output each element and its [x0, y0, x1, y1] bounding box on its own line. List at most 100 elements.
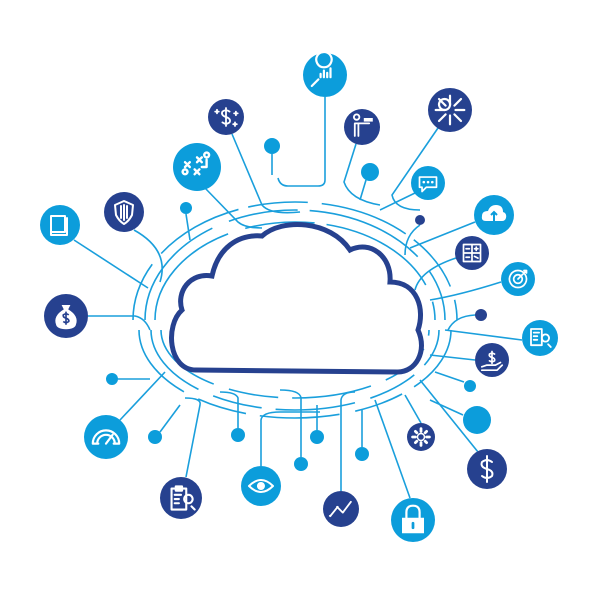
endpoint-dot	[106, 373, 118, 385]
shield-node	[104, 192, 144, 232]
dollar-icon	[480, 455, 494, 483]
connector-line	[447, 314, 476, 331]
trend-icon	[328, 500, 352, 518]
cloud-outline	[169, 222, 424, 375]
connector-line	[414, 257, 457, 291]
endpoint-dot	[294, 457, 308, 471]
endpoint-dot	[355, 447, 369, 461]
connector-line	[409, 221, 476, 249]
network-dollar-node	[428, 88, 472, 132]
money-bag-icon	[55, 305, 77, 330]
node-circle	[323, 491, 359, 527]
connector-line	[404, 224, 421, 256]
ring-arc	[132, 201, 458, 321]
presenter-node	[344, 109, 380, 145]
connector-line	[159, 404, 181, 433]
connector-line	[419, 379, 479, 453]
connector-line	[185, 213, 191, 241]
node-circle	[522, 320, 558, 356]
connector-line	[277, 97, 326, 187]
clipboard-icon	[170, 485, 196, 511]
eye-node	[241, 466, 281, 506]
dollar-node	[467, 449, 507, 489]
connector-line	[219, 391, 239, 428]
connector-line	[184, 397, 201, 478]
connector-line	[429, 281, 502, 301]
endpoint-dot	[231, 428, 245, 442]
connector-line	[374, 399, 411, 499]
node-circle	[407, 423, 435, 451]
endpoint-dot	[180, 202, 192, 214]
connector-line	[204, 187, 263, 229]
connector-lines	[73, 97, 523, 499]
node-circle	[160, 477, 202, 519]
connector-line	[434, 371, 465, 383]
connector-line	[379, 192, 416, 211]
connector-line	[429, 399, 464, 416]
presenter-icon	[353, 113, 373, 137]
hand-dollar-icon	[480, 350, 504, 372]
node-circle	[344, 109, 380, 145]
dollar-sparkle-node	[208, 99, 244, 135]
ring-arc	[138, 329, 452, 419]
endpoint-dot	[264, 138, 280, 154]
connector-line	[88, 315, 151, 331]
endpoint-dot	[361, 163, 379, 181]
report-search-node	[522, 320, 558, 356]
strategy-node	[173, 143, 221, 191]
node-circle	[84, 415, 128, 459]
icon-nodes	[40, 50, 558, 542]
money-bag-node	[44, 294, 88, 338]
calculator-icon	[462, 243, 482, 263]
endpoint-dot	[148, 430, 162, 444]
hand-dollar-node	[475, 343, 509, 377]
report-search-icon	[530, 328, 552, 348]
endpoint-dot	[310, 430, 324, 444]
connector-line	[133, 229, 163, 283]
gear-node	[407, 423, 435, 451]
magnifier-chart-icon	[310, 50, 333, 88]
cloud-upload-node	[474, 195, 514, 235]
connector-line	[119, 371, 166, 421]
node-circle	[40, 205, 80, 245]
clipboard-node	[160, 477, 202, 519]
connector-line	[429, 354, 476, 361]
lock-node	[391, 498, 435, 542]
connector-line	[343, 143, 381, 206]
book-icon	[50, 215, 68, 236]
gauge-node	[84, 415, 128, 459]
endpoint-dot	[475, 309, 487, 321]
connector-line	[444, 329, 523, 341]
ring-arc	[144, 209, 446, 321]
network-dollar-icon	[434, 94, 466, 126]
gear-icon	[411, 427, 431, 447]
connector-line	[279, 389, 302, 457]
eye-icon	[248, 479, 274, 493]
cloud-upload-icon	[481, 205, 507, 224]
chat-node	[411, 166, 445, 200]
connector-line	[404, 394, 422, 424]
connector-line	[260, 411, 320, 466]
endpoint-dot	[415, 215, 425, 225]
strategy-icon	[181, 151, 211, 176]
target-node	[501, 262, 535, 296]
node-circle	[173, 143, 221, 191]
trend-node	[323, 491, 359, 527]
connector-line	[340, 391, 356, 491]
endpoint-dot	[463, 406, 491, 434]
gauge-icon	[91, 429, 121, 445]
magnifier-chart-node	[303, 50, 347, 97]
calculator-node	[455, 236, 489, 270]
connector-line	[391, 127, 439, 211]
endpoint-dots	[106, 138, 491, 471]
chat-icon	[418, 176, 438, 193]
endpoint-dot	[464, 380, 476, 392]
connector-line	[73, 239, 149, 289]
dollar-sparkle-icon	[214, 107, 239, 127]
ring-arc	[150, 329, 440, 411]
connector-line	[359, 179, 367, 201]
shield-icon	[114, 200, 134, 225]
lock-icon	[402, 504, 424, 534]
